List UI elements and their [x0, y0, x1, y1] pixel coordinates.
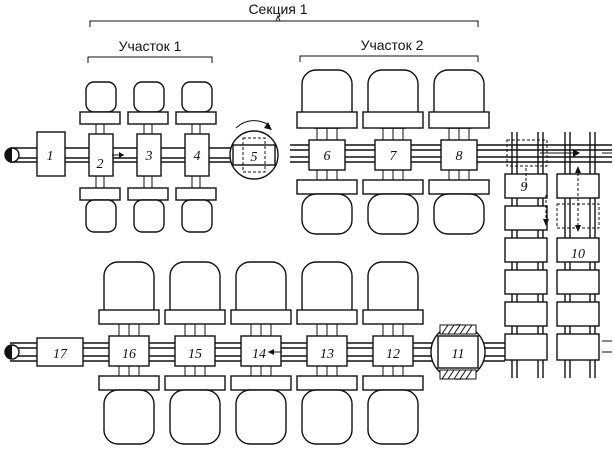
station-1: 1: [36, 131, 66, 177]
station-6: 6: [296, 69, 358, 235]
station-16: 16: [98, 261, 160, 445]
station-9: 9: [521, 180, 528, 195]
station-10-label: 10: [571, 247, 585, 262]
station-7: 7: [362, 69, 424, 235]
station-10: 10: [571, 247, 585, 262]
station-2: 2: [79, 81, 124, 233]
station-11: 11: [430, 324, 486, 380]
station-13-label: 13: [320, 347, 334, 362]
station-13: 13: [296, 261, 358, 445]
station-11-label: 11: [452, 347, 465, 362]
station-8: 8: [428, 69, 490, 235]
area2-heading: Участок 2: [361, 37, 424, 53]
station-14: 14: [230, 261, 292, 445]
start-symbol-bottom: [4, 344, 20, 360]
station-4-label: 4: [194, 149, 201, 164]
section-heading: Секция 1: [248, 1, 307, 17]
area1-heading: Участок 1: [119, 38, 182, 54]
station-5: 5: [229, 120, 279, 180]
station-1-label: 1: [47, 149, 54, 164]
station-15-label: 15: [188, 347, 202, 362]
station-3: 3: [127, 81, 169, 233]
station-12: 12: [362, 261, 424, 445]
start-symbol-top: [4, 147, 20, 163]
section-bracket: [89, 20, 479, 27]
left-column-pallets: [504, 168, 549, 361]
station-7-label: 7: [390, 149, 398, 164]
station-16-label: 16: [122, 347, 136, 362]
station-2-label: 2: [97, 157, 104, 172]
station-17: 17: [36, 337, 84, 367]
section-bracket-tip: [275, 14, 281, 22]
station-5-label: 5: [251, 150, 258, 165]
area2-bracket: [299, 55, 479, 62]
station-3-label: 3: [145, 149, 153, 164]
station-14-label: 14: [252, 347, 266, 362]
station-6-label: 6: [324, 149, 331, 164]
right-column-pallets: [556, 166, 600, 361]
station-8-label: 8: [456, 149, 463, 164]
station-9-label: 9: [521, 180, 528, 195]
area1-bracket: [87, 56, 213, 63]
station-12-label: 12: [386, 347, 400, 362]
station-15: 15: [164, 261, 226, 445]
station-17-label: 17: [53, 347, 68, 362]
station-4: 4: [175, 81, 217, 233]
